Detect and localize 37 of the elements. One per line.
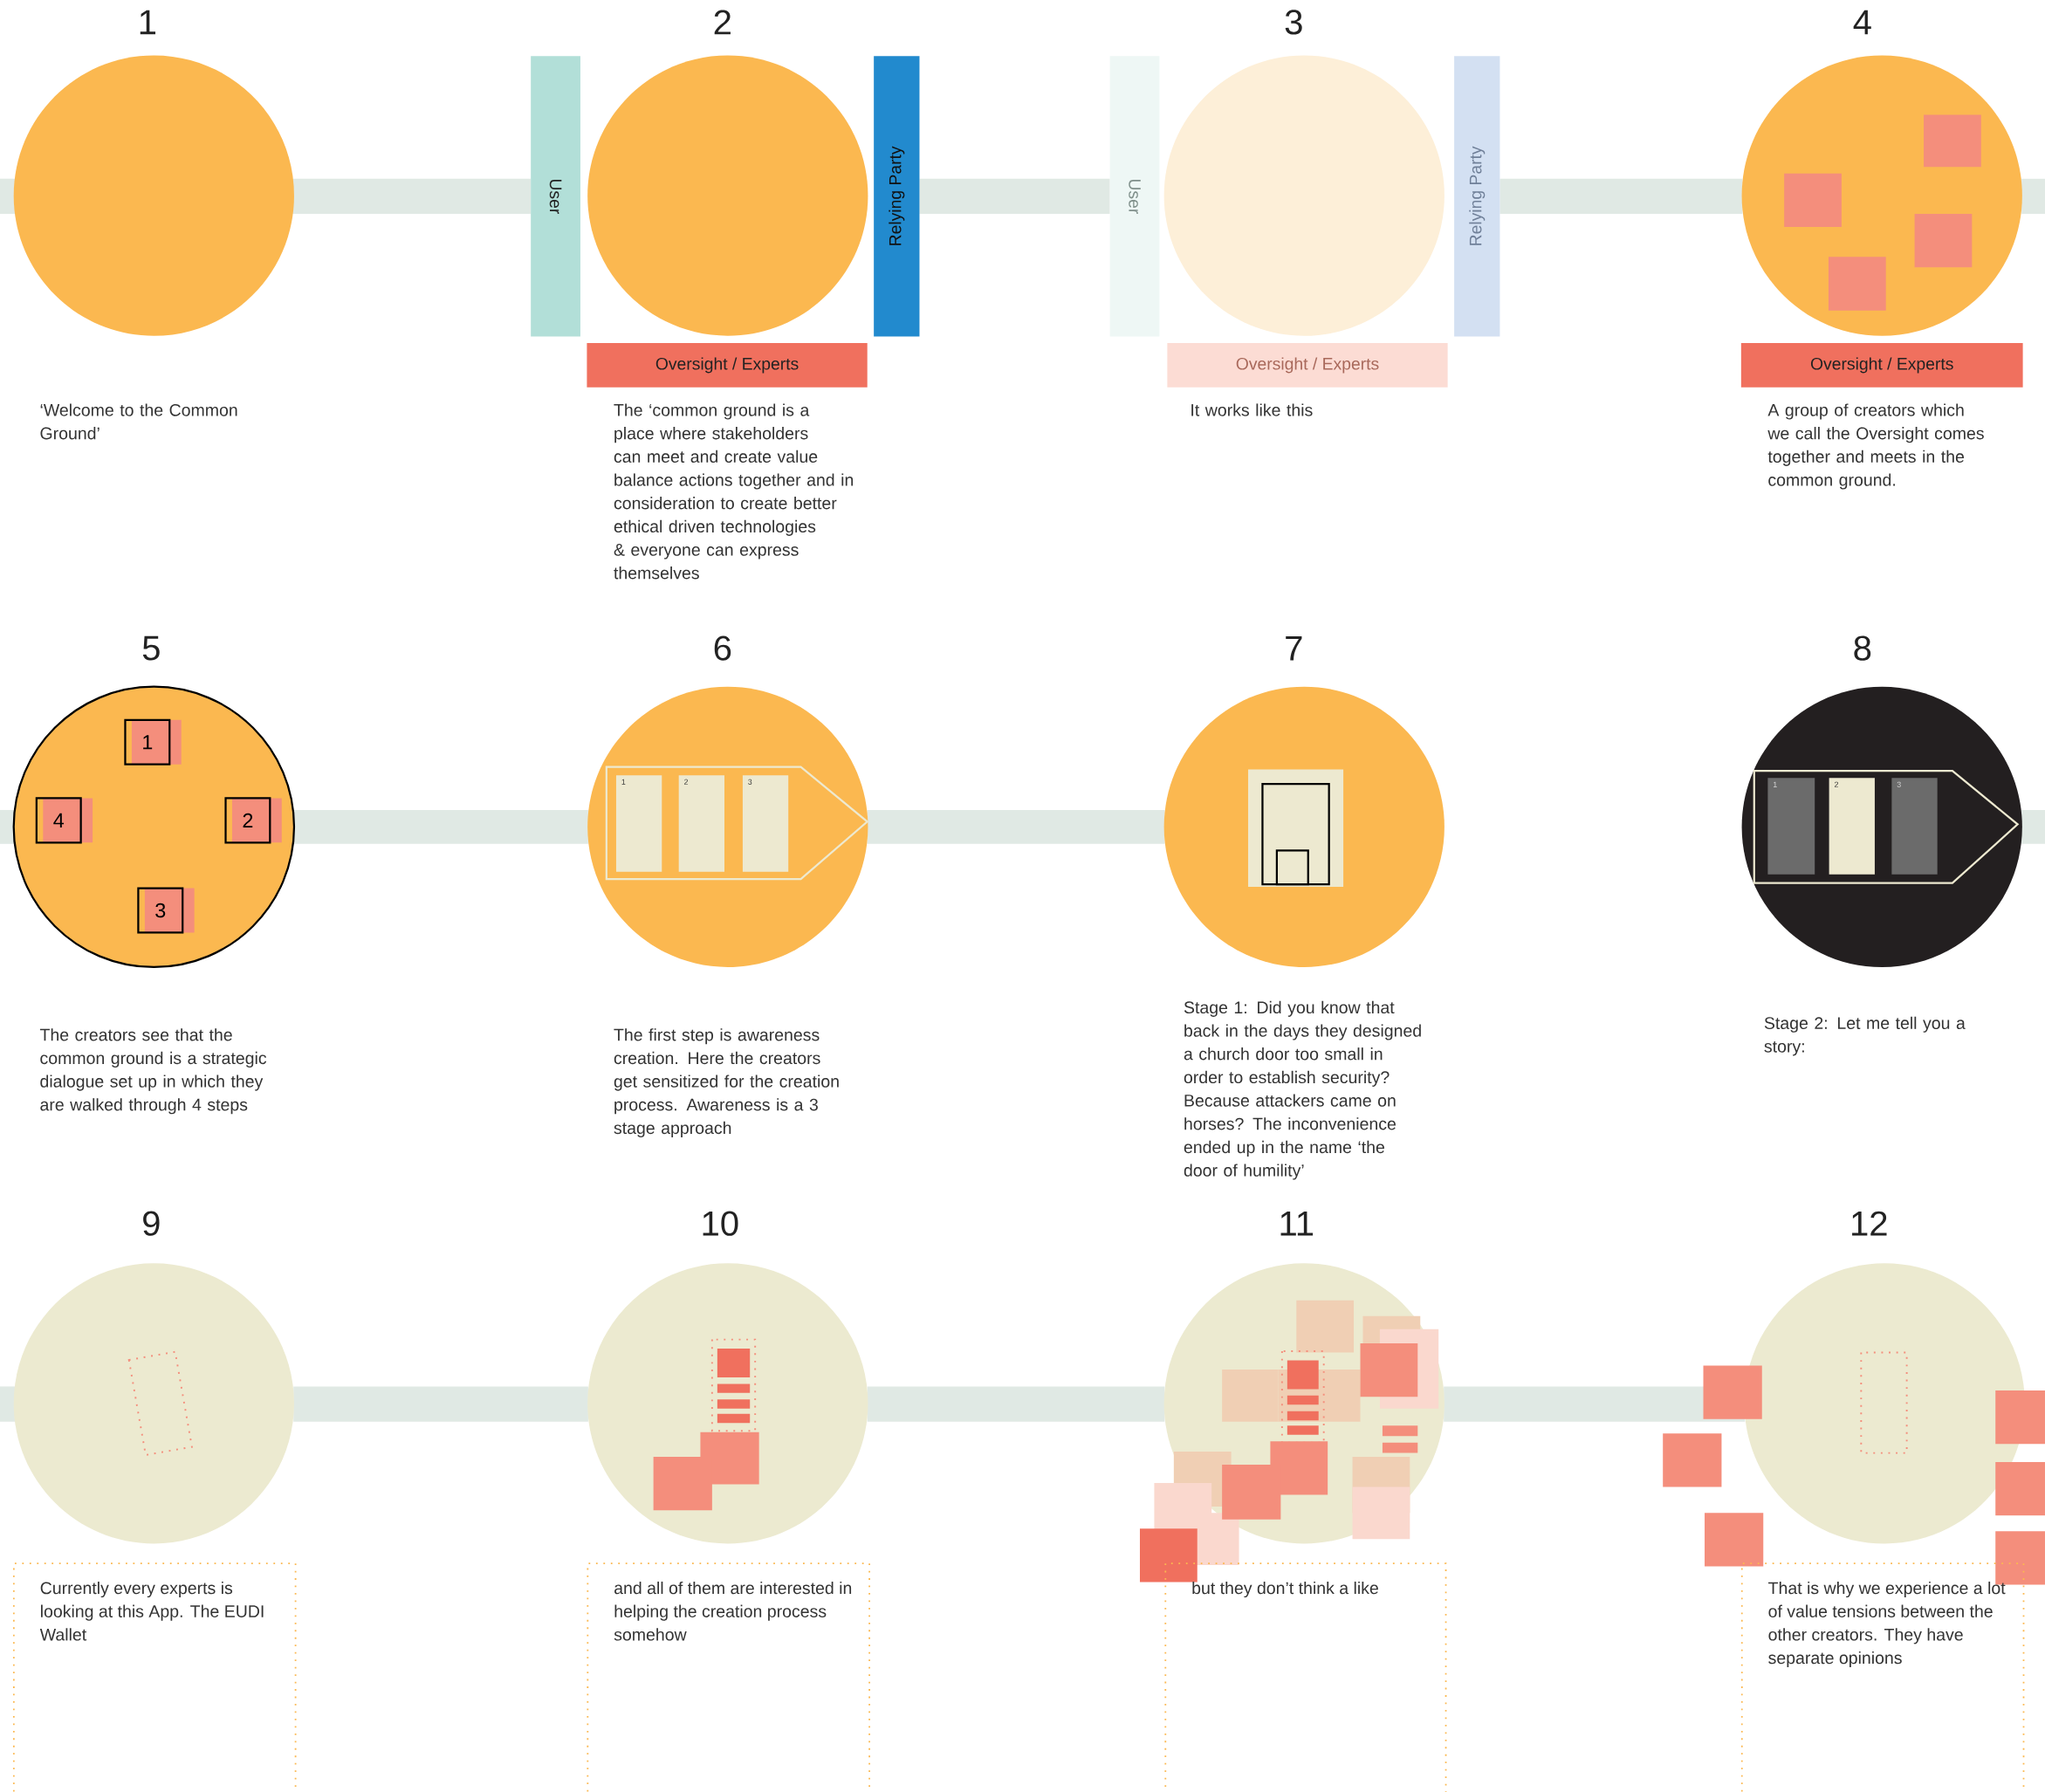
caption-text: ‘Welcome to the Common Ground’	[40, 403, 237, 440]
card: 1	[615, 775, 662, 872]
stage-circle	[1744, 1263, 2025, 1544]
role-band: User	[531, 56, 580, 337]
stage-circle	[587, 55, 868, 336]
caption-box: and all of them are interested in helping the creation process somehow	[587, 1562, 870, 1792]
caption-box: Currently every experts is looking at this App. The EUDI Wallet	[12, 1562, 297, 1792]
numbered-square: 1	[124, 718, 182, 766]
role-band: User	[1109, 56, 1160, 337]
card: 2	[678, 775, 724, 872]
panel-number: 8	[1854, 635, 1871, 661]
caption-text: A group of creators which we call the Oversight comes together and meets in the common ground.	[1767, 403, 1984, 490]
panel-number: 5	[142, 635, 160, 661]
caption-text: Stage 2: Let me tell you a story:	[1764, 1016, 1966, 1056]
caption-text: It works like this	[1191, 403, 1313, 416]
numbered-square: 3	[137, 887, 195, 934]
stage-circle	[1163, 55, 1445, 336]
caption-text: The ‘common ground is a place where stakeholders can meet and create value balance actions together and in consideration to create better ethical driven technologies & everyone can express themselves	[614, 403, 854, 580]
caption-text: The first step is awareness creation. Here the creators get sensitized for the creation process. Awareness is a 3 stage approach	[614, 1028, 839, 1137]
role-band: Relying Party	[874, 56, 920, 337]
card: 1	[1767, 778, 1815, 875]
numbered-square: 2	[224, 797, 282, 844]
caption-box: That is why we experience a lot of value tensions between the other creators. They have separate opinions	[1740, 1562, 2025, 1792]
card: 3	[1891, 778, 1938, 875]
card: 2	[1829, 778, 1875, 875]
stage-circle	[13, 55, 294, 336]
numbered-square: 4	[35, 797, 93, 844]
caption-text: The creators see that the common ground is a strategic dialogue set up in which they are walked through 4 steps	[39, 1028, 267, 1115]
role-band: Oversight / Experts	[587, 342, 868, 388]
panel-number: 6	[714, 635, 731, 661]
card: 3	[742, 775, 789, 872]
stage-circle	[13, 1263, 294, 1544]
caption-text: Stage 1: Did you know that back in the days they designed a church door too small in order to establish security? Because attackers came on horses? The inconvenience ended up in the name ‘the door of humility’	[1184, 1000, 1421, 1180]
role-band: Oversight / Experts	[1167, 342, 1448, 388]
caption-box: but they don’t think a like	[1164, 1562, 1447, 1792]
role-band: Relying Party	[1454, 56, 1500, 337]
role-band: Oversight / Experts	[1740, 342, 2023, 388]
